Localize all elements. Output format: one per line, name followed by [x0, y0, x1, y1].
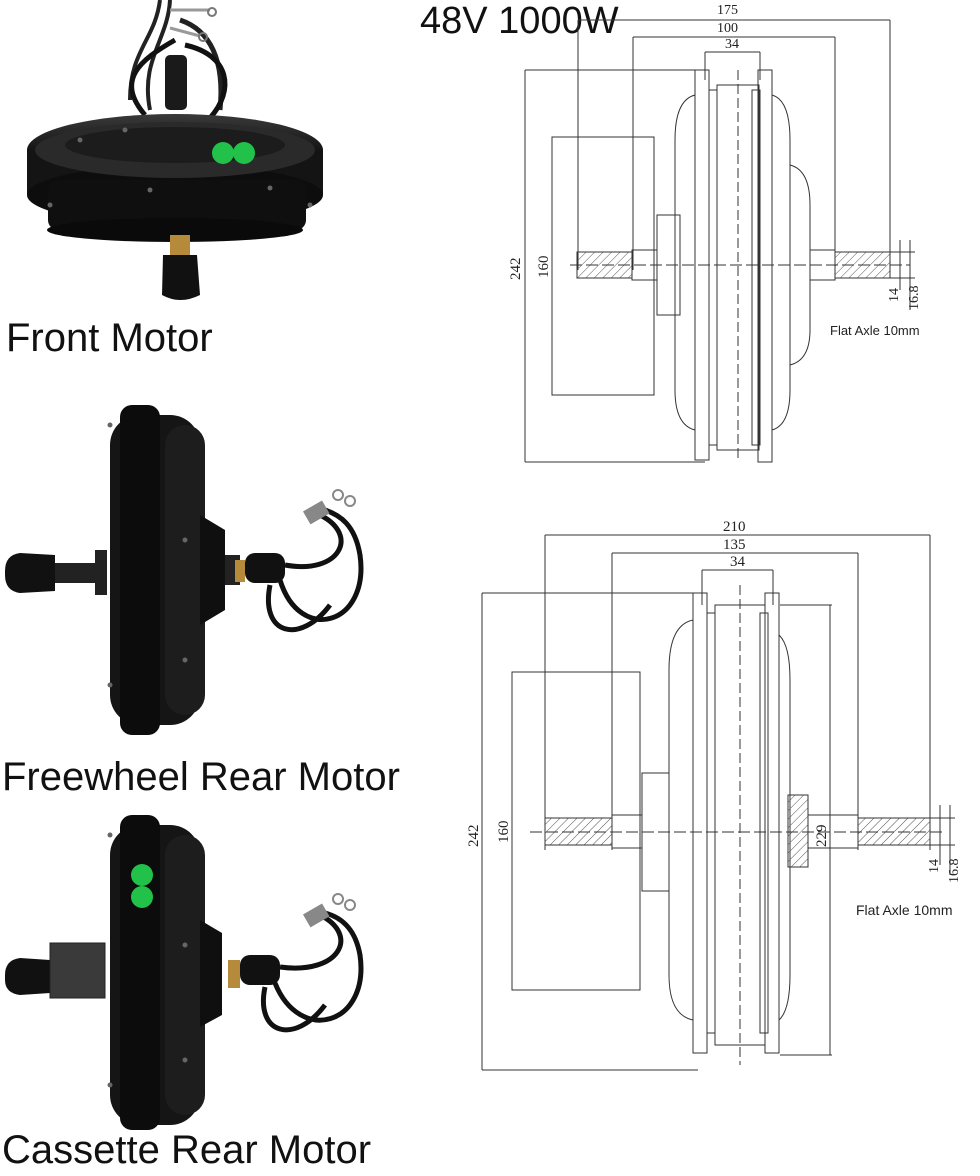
- front-dim-axle-large: 16.8: [907, 286, 922, 311]
- front-motor-caption: Front Motor: [6, 316, 213, 360]
- rear-dim-height: 242: [466, 825, 482, 848]
- page-title: 48V 1000W: [420, 0, 619, 42]
- cassette-motor-photo: [5, 815, 364, 1130]
- front-dim-height: 242: [508, 258, 524, 281]
- front-motor-photo: [27, 0, 323, 300]
- rear-dim-mid: 135: [723, 537, 746, 553]
- freewheel-motor-photo: [5, 405, 364, 735]
- freewheel-motor-caption: Freewheel Rear Motor: [2, 755, 400, 799]
- rear-dim-freewheel: 229: [814, 825, 830, 848]
- front-dim-overall: 175: [717, 3, 738, 18]
- front-motor-drawing: 175 100 34 242 160 14 16.8 Flat Axle 10m…: [508, 3, 922, 463]
- front-dim-mid: 100: [717, 21, 738, 36]
- cassette-motor-caption: Cassette Rear Motor: [2, 1128, 372, 1172]
- rear-dim-axle-small: 14: [927, 859, 942, 873]
- rear-dim-axle-large: 16.8: [947, 859, 962, 884]
- front-dim-flange: 160: [536, 256, 552, 279]
- rear-motor-drawing: 210 135 34 242 160 229 14 16.8 Flat Axle…: [466, 519, 962, 1071]
- front-dim-hub: 34: [725, 37, 739, 52]
- rear-dim-hub: 34: [730, 554, 746, 570]
- rear-axle-note: Flat Axle 10mm: [856, 902, 952, 918]
- rear-dim-overall: 210: [723, 519, 746, 535]
- rear-dim-flange: 160: [496, 821, 512, 844]
- front-dim-axle-small: 14: [887, 288, 902, 302]
- front-axle-note: Flat Axle 10mm: [830, 323, 920, 338]
